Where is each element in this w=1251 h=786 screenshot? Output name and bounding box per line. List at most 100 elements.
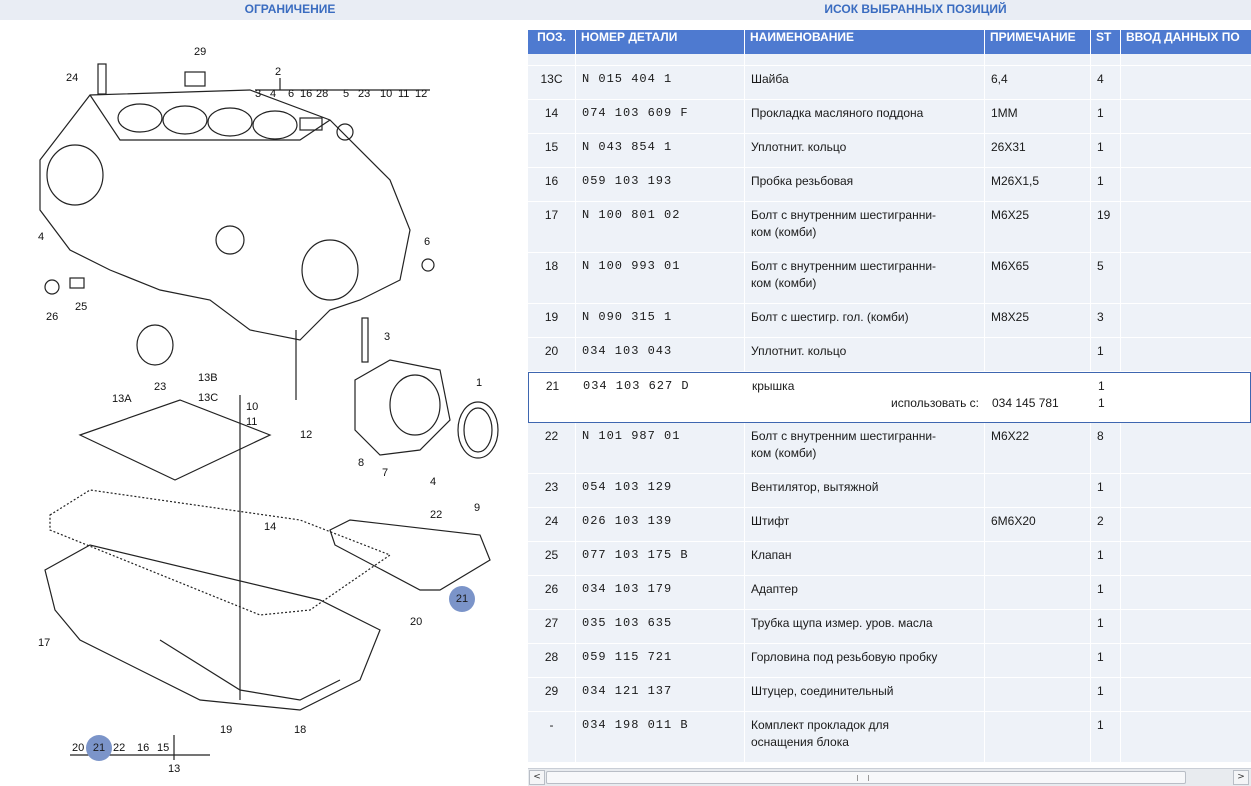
cell-st: 1 <box>1092 373 1122 422</box>
cell-part-number: 059 115 721 <box>576 644 745 677</box>
svg-text:15: 15 <box>157 742 169 754</box>
cell-part-number: 034 103 043 <box>576 338 745 371</box>
cell-note <box>986 373 1092 422</box>
cell-data-input[interactable] <box>1121 712 1251 762</box>
svg-text:13C: 13C <box>198 392 218 404</box>
cell-data-input[interactable] <box>1121 100 1251 133</box>
cell-st: 1 <box>1091 610 1121 643</box>
name-line: Прокладка масляного поддона <box>751 106 924 120</box>
scroll-grip-icon <box>857 775 869 781</box>
cell-name: Шайба <box>745 66 985 99</box>
cell-data-input[interactable] <box>1121 66 1251 99</box>
svg-text:20: 20 <box>72 742 84 754</box>
name-line: Болт с внутренним шестигранни- <box>751 259 937 273</box>
cell-data-input[interactable] <box>1121 338 1251 371</box>
cell-data-input[interactable] <box>1121 168 1251 201</box>
svg-text:4: 4 <box>270 88 276 100</box>
cell-data-input[interactable] <box>1121 202 1251 252</box>
cell-pos: 25 <box>528 542 576 575</box>
col-header-data-input[interactable]: ВВОД ДАННЫХ ПО <box>1126 30 1240 44</box>
svg-text:10: 10 <box>380 88 392 100</box>
cell-data-input[interactable] <box>1121 134 1251 167</box>
cell-st: 1 <box>1091 712 1121 762</box>
cell-part-number: 026 103 139 <box>576 508 745 541</box>
cell-st: 1 <box>1091 134 1121 167</box>
cell-part-number: 034 103 627 D <box>577 373 746 422</box>
cell-part-number: 034 103 179 <box>576 576 745 609</box>
col-header-note[interactable]: ПРИМЕЧАНИЕ <box>985 30 1091 54</box>
svg-text:16: 16 <box>300 88 312 100</box>
cell-data-input[interactable] <box>1121 576 1251 609</box>
col-header-name[interactable]: НАИМЕНОВАНИЕ <box>745 30 985 54</box>
callout-21-pan[interactable]: 21 <box>449 586 475 612</box>
cell-data-input[interactable] <box>1121 508 1251 541</box>
horizontal-scrollbar[interactable]: < > <box>528 768 1251 786</box>
cell-note: M8X25 <box>985 304 1091 337</box>
svg-text:14: 14 <box>264 521 276 533</box>
cell-note: 1MM <box>985 100 1091 133</box>
col-header-st[interactable]: ST <box>1091 30 1121 54</box>
svg-text:2: 2 <box>275 66 281 78</box>
cell-data-input[interactable] <box>1121 678 1251 711</box>
svg-text:10: 10 <box>246 401 258 413</box>
cell-pos: 22 <box>528 423 576 473</box>
cell-name: Болт с шестигр. гол. (комби) <box>745 304 985 337</box>
cell-data-input[interactable] <box>1121 610 1251 643</box>
svg-text:4: 4 <box>430 476 436 488</box>
cell-pos: 18 <box>528 253 576 303</box>
name-line: Болт с внутренним шестигранни- <box>751 429 937 443</box>
scroll-right-button[interactable]: > <box>1233 770 1249 785</box>
cell-note <box>985 542 1091 575</box>
cell-data-input[interactable] <box>1121 542 1251 575</box>
scroll-left-button[interactable]: < <box>529 770 545 785</box>
svg-text:11: 11 <box>398 88 409 100</box>
cell-data-input[interactable] <box>1122 373 1251 422</box>
name-line: крышка <box>752 379 795 393</box>
cell-pos: 24 <box>528 508 576 541</box>
cell-note <box>985 678 1091 711</box>
col-header-pos[interactable]: ПОЗ. <box>528 30 576 54</box>
replacement-part-number[interactable]: 034 145 781 <box>992 396 1059 410</box>
svg-text:3: 3 <box>255 88 261 100</box>
name-line: Вентилятор, вытяжной <box>751 480 879 494</box>
callout-21-bottom[interactable]: 21 <box>86 735 112 761</box>
svg-text:28: 28 <box>316 88 328 100</box>
cell-data-input[interactable] <box>1121 644 1251 677</box>
name-line: Трубка щупа измер. уров. масла <box>751 616 933 630</box>
cell-st: 5 <box>1091 253 1121 303</box>
cell-note <box>985 338 1091 371</box>
scroll-thumb[interactable] <box>546 771 1186 784</box>
cell-data-input[interactable] <box>1121 423 1251 473</box>
svg-text:5: 5 <box>343 88 349 100</box>
parts-table: ПОЗ. НОМЕР ДЕТАЛИ НАИМЕНОВАНИЕ ПРИМЕЧАНИ… <box>528 30 1251 768</box>
col-header-part-number[interactable]: НОМЕР ДЕТАЛИ <box>576 30 745 54</box>
svg-text:13A: 13A <box>112 393 132 405</box>
cell-name: Болт с внутренним шестигранни-ком (комби… <box>745 423 985 473</box>
cell-data-input[interactable] <box>1121 304 1251 337</box>
cell-data-input[interactable] <box>1121 474 1251 507</box>
svg-text:19: 19 <box>220 724 232 736</box>
name-line: Шайба <box>751 72 789 86</box>
cell-data-input[interactable] <box>1121 253 1251 303</box>
cell-part-number: N 101 987 01 <box>576 423 745 473</box>
diagram-panel-title: ОГРАНИЧЕНИЕ <box>244 2 336 16</box>
